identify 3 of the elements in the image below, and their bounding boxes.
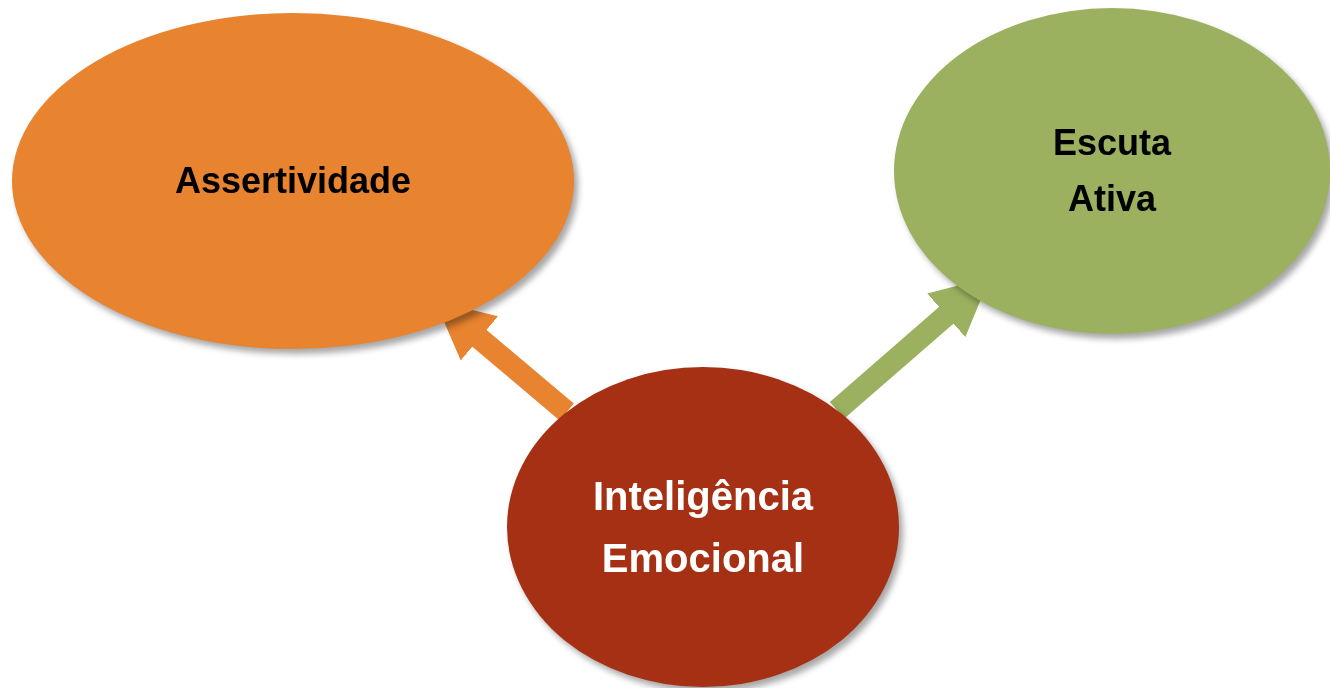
node-label: Inteligência Emocional [591, 473, 815, 582]
node-label: Escuta Ativa [1051, 121, 1173, 221]
node-label: Assertividade [174, 159, 412, 204]
